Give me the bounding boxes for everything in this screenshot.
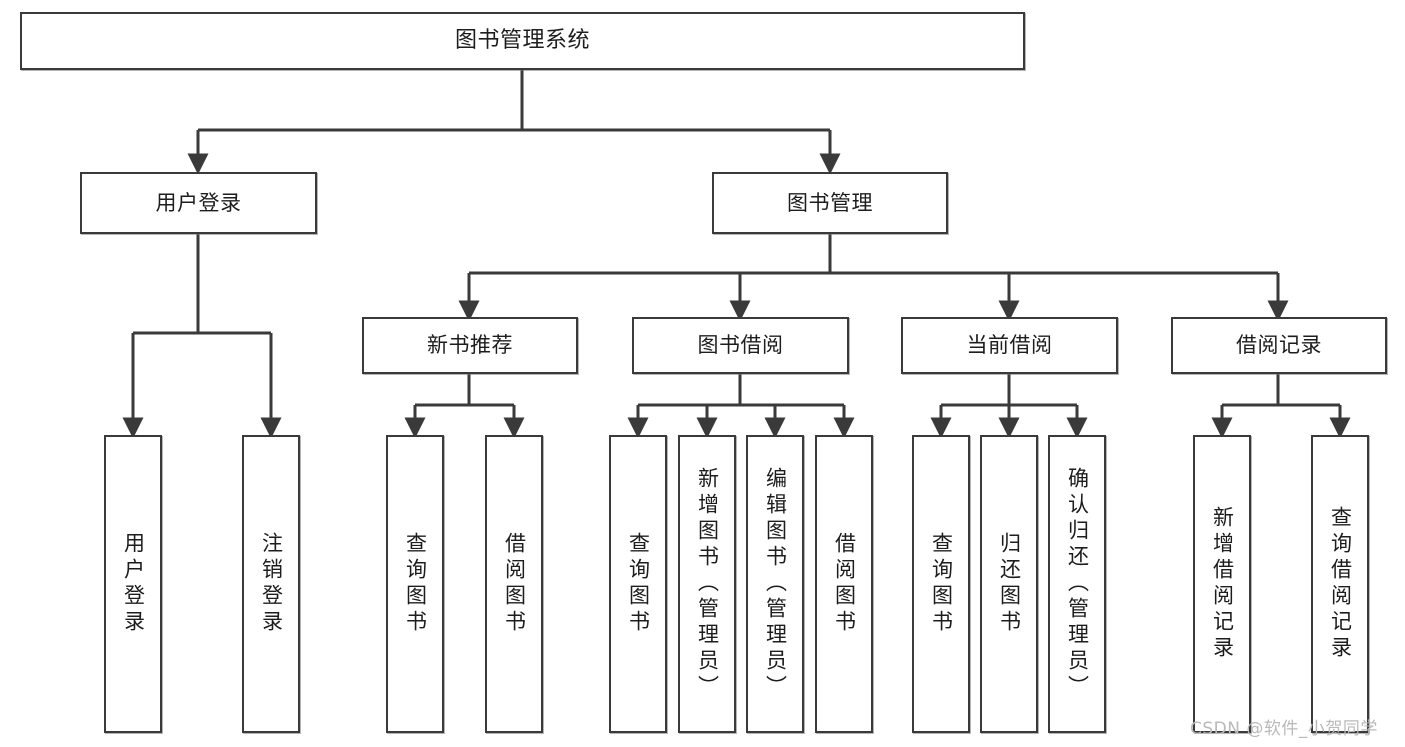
- leaf-current-confirm-return[interactable]: 确认归还（管理员）: [1048, 435, 1106, 733]
- node-new-book-recommend[interactable]: 新书推荐: [362, 317, 578, 374]
- leaf-user-login-signout[interactable]: 注销登录: [242, 435, 300, 733]
- node-current-borrow[interactable]: 当前借阅: [901, 317, 1118, 374]
- node-label: 归还图书: [997, 532, 1022, 636]
- node-label: 图书管理: [787, 190, 873, 215]
- node-user-login[interactable]: 用户登录: [80, 172, 317, 234]
- node-root-system[interactable]: 图书管理系统: [20, 12, 1025, 70]
- csdn-watermark: CSDN @软件_小贺同学: [1190, 719, 1378, 739]
- node-book-borrow[interactable]: 图书借阅: [632, 317, 849, 374]
- node-label: 用户登录: [155, 190, 242, 215]
- leaf-user-login-signin[interactable]: 用户登录: [104, 435, 162, 733]
- node-label: 查询图书: [403, 532, 428, 636]
- node-label: 借阅图书: [502, 532, 527, 636]
- node-borrow-record[interactable]: 借阅记录: [1171, 317, 1387, 374]
- node-label: 新书推荐: [427, 333, 513, 358]
- node-label: 编辑图书（管理员）: [763, 467, 788, 701]
- node-label: 查询借阅记录: [1328, 506, 1353, 662]
- leaf-borrow-query-book[interactable]: 查询图书: [609, 435, 667, 733]
- leaf-recommend-borrow-book[interactable]: 借阅图书: [485, 435, 543, 733]
- node-label: 当前借阅: [966, 333, 1053, 358]
- leaf-current-return-book[interactable]: 归还图书: [980, 435, 1038, 733]
- leaf-recommend-query-book[interactable]: 查询图书: [386, 435, 444, 733]
- leaf-borrow-edit-book[interactable]: 编辑图书（管理员）: [746, 435, 804, 733]
- node-label: 图书借阅: [697, 333, 784, 358]
- leaf-record-query-record[interactable]: 查询借阅记录: [1311, 435, 1369, 733]
- node-label: 图书管理系统: [454, 28, 590, 54]
- node-label: 查询图书: [626, 532, 651, 636]
- node-label: 借阅记录: [1236, 333, 1322, 358]
- node-label: 查询图书: [929, 532, 954, 636]
- node-label: 新增借阅记录: [1210, 506, 1235, 662]
- node-label: 注销登录: [259, 532, 284, 636]
- leaf-current-query-book[interactable]: 查询图书: [912, 435, 970, 733]
- node-book-management[interactable]: 图书管理: [712, 172, 948, 234]
- leaf-borrow-borrow-book[interactable]: 借阅图书: [815, 435, 873, 733]
- leaf-borrow-add-book[interactable]: 新增图书（管理员）: [678, 435, 736, 733]
- node-label: 新增图书（管理员）: [695, 467, 720, 701]
- node-label: 借阅图书: [832, 532, 857, 636]
- leaf-record-add-record[interactable]: 新增借阅记录: [1193, 435, 1251, 733]
- node-label: 用户登录: [121, 532, 146, 636]
- node-label: 确认归还（管理员）: [1065, 467, 1090, 701]
